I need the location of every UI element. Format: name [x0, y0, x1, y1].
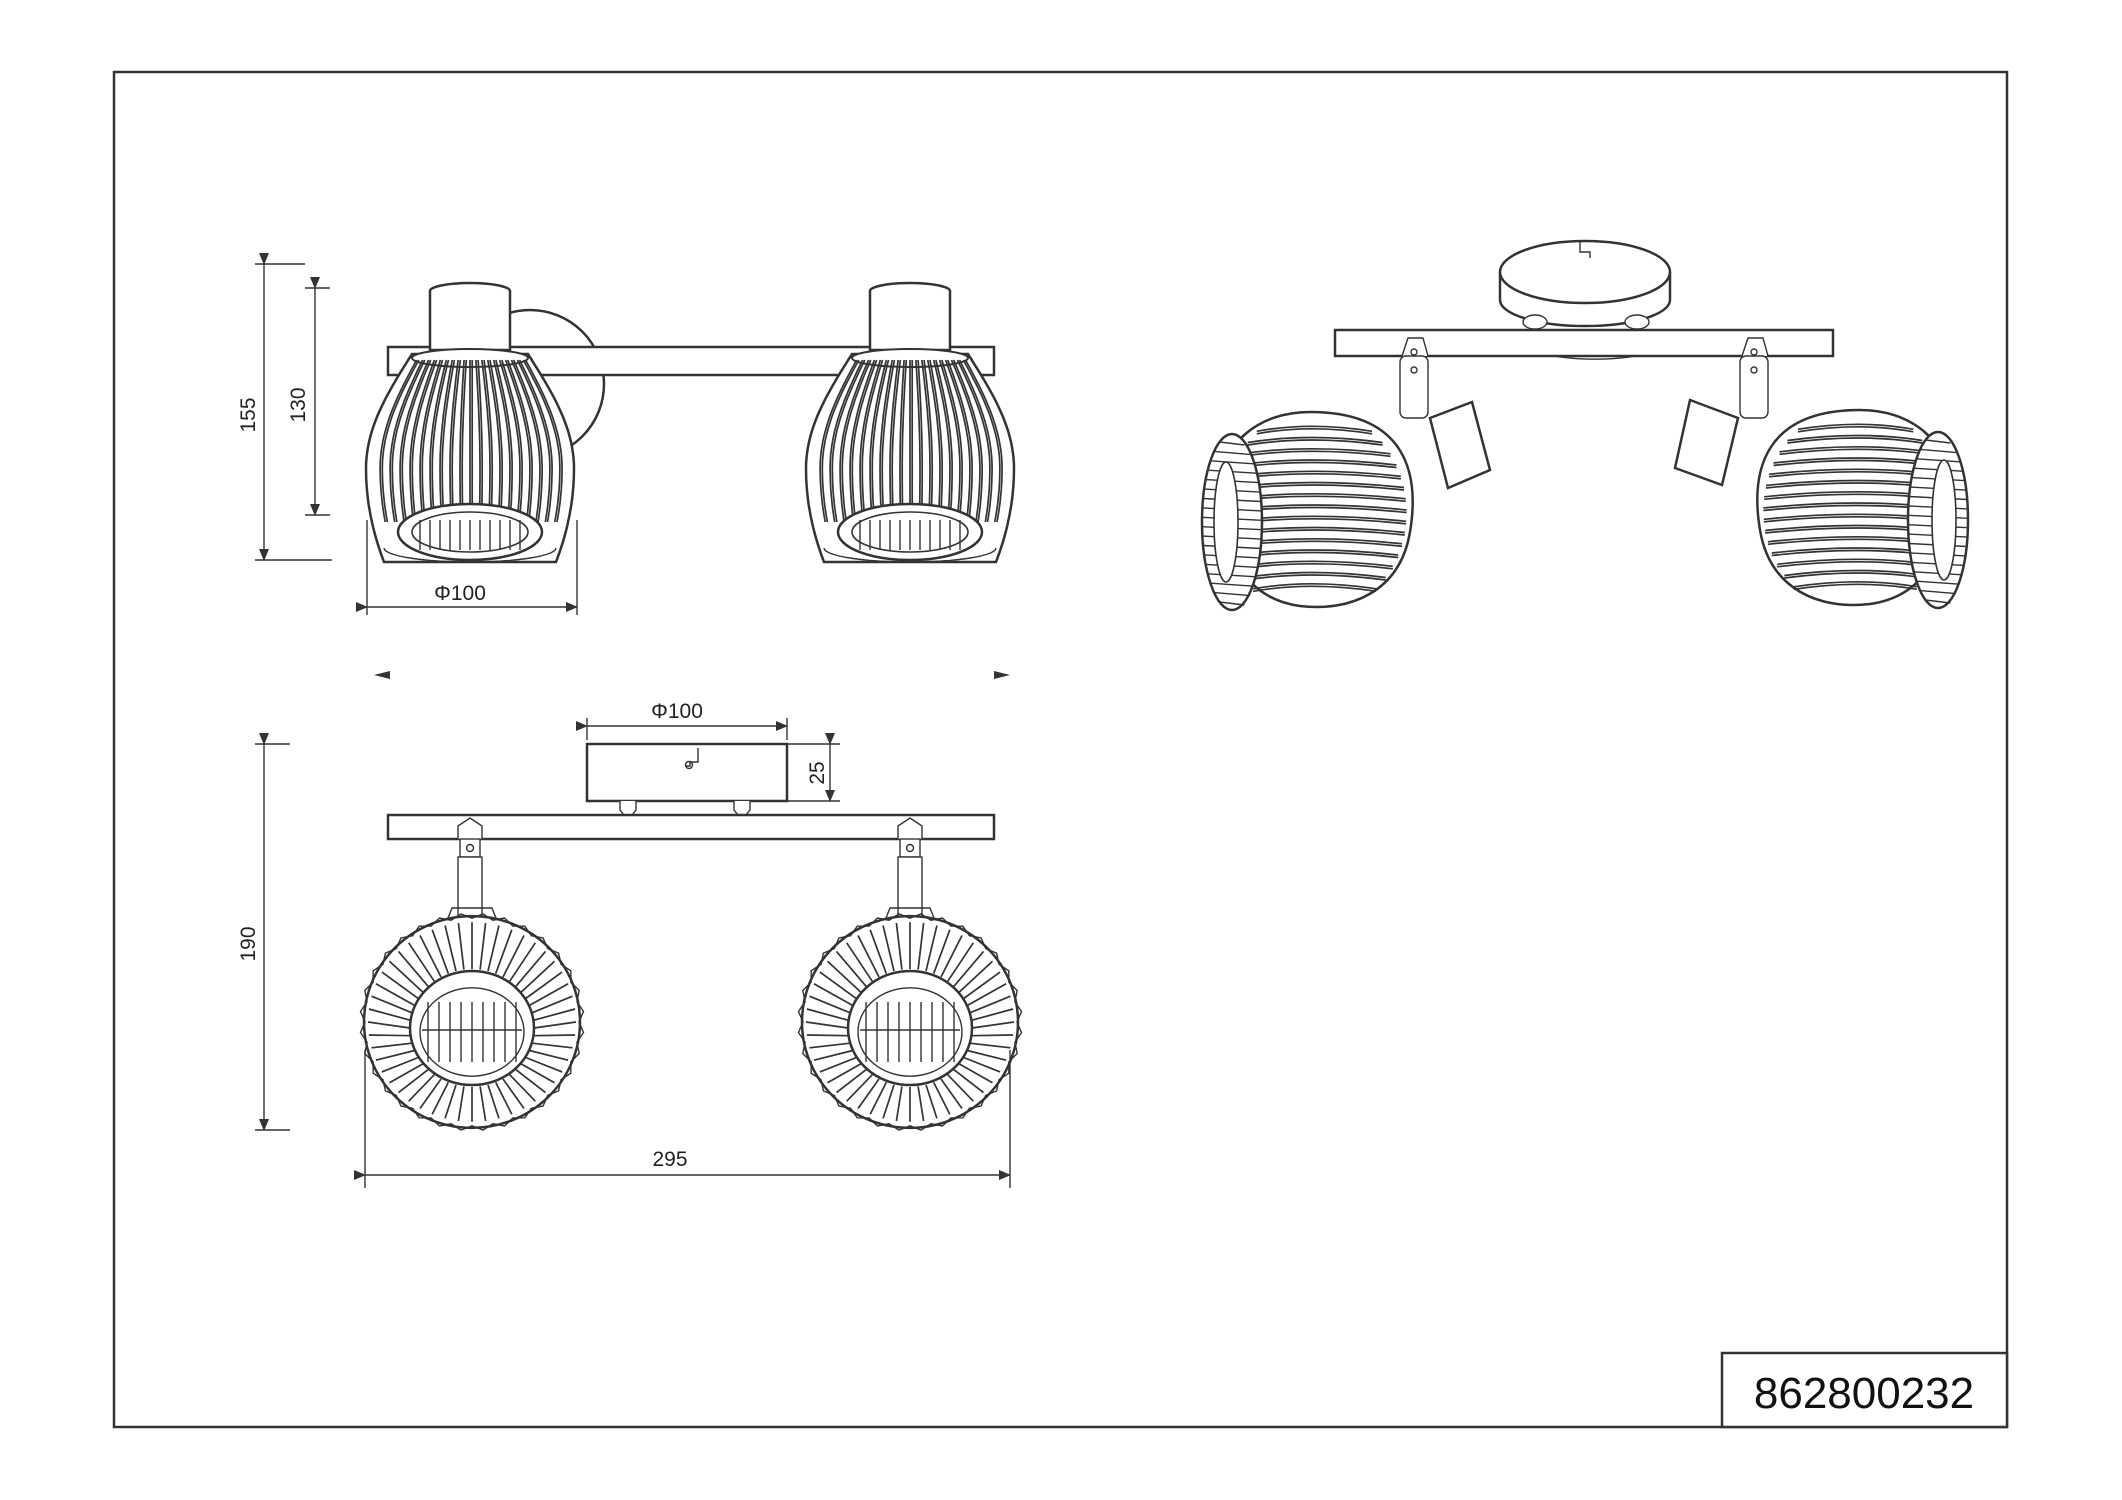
- bracket-right: [897, 817, 923, 918]
- shade-perspective-right: [1756, 408, 1970, 610]
- shade-front-left: [364, 348, 576, 564]
- section-arrow-left: [374, 671, 390, 679]
- dim-canopy-height: 25: [787, 733, 840, 802]
- dim-canopy-phi100-label: Φ100: [651, 700, 703, 723]
- dim-depth: 190: [237, 733, 290, 1131]
- product-code: 862800232: [1754, 1369, 1974, 1418]
- section-arrow-right: [994, 671, 1010, 679]
- arm-right: [1673, 337, 1769, 487]
- dim-295-label: 295: [652, 1148, 687, 1171]
- drawing-frame: [112, 70, 2009, 1429]
- shade-front-right: [804, 348, 1016, 564]
- bracket-left: [457, 817, 483, 918]
- dim-body-height: 130: [287, 277, 330, 516]
- lamp-holder-right: [868, 281, 952, 352]
- canopy-perspective: [1498, 239, 1672, 360]
- front-view: 155 130 Φ100: [237, 253, 1016, 679]
- perspective-view: [1200, 239, 1970, 612]
- dim-total-width: 295: [354, 1050, 1011, 1188]
- arm-left: [1399, 337, 1492, 490]
- dim-130-label: 130: [287, 387, 310, 422]
- shade-top-right: [797, 907, 1023, 1131]
- top-view: Φ100 25 190 295: [237, 700, 1023, 1188]
- lamp-holder-left: [428, 281, 512, 352]
- dim-155-label: 155: [237, 397, 260, 432]
- dim-shade-diameter: Φ100: [356, 520, 578, 615]
- dim-total-height: 155: [237, 253, 332, 561]
- product-code-box: 862800232: [1720, 1351, 2009, 1429]
- canopy-side: [585, 742, 789, 803]
- dim-25-label: 25: [806, 761, 829, 784]
- mounting-bar-top: [386, 813, 996, 841]
- dim-canopy-diameter: Φ100: [576, 700, 788, 740]
- shade-perspective-left: [1200, 410, 1414, 612]
- dim-190-label: 190: [237, 926, 260, 961]
- dim-phi100-label: Φ100: [434, 582, 486, 605]
- shade-top-left: [359, 907, 585, 1131]
